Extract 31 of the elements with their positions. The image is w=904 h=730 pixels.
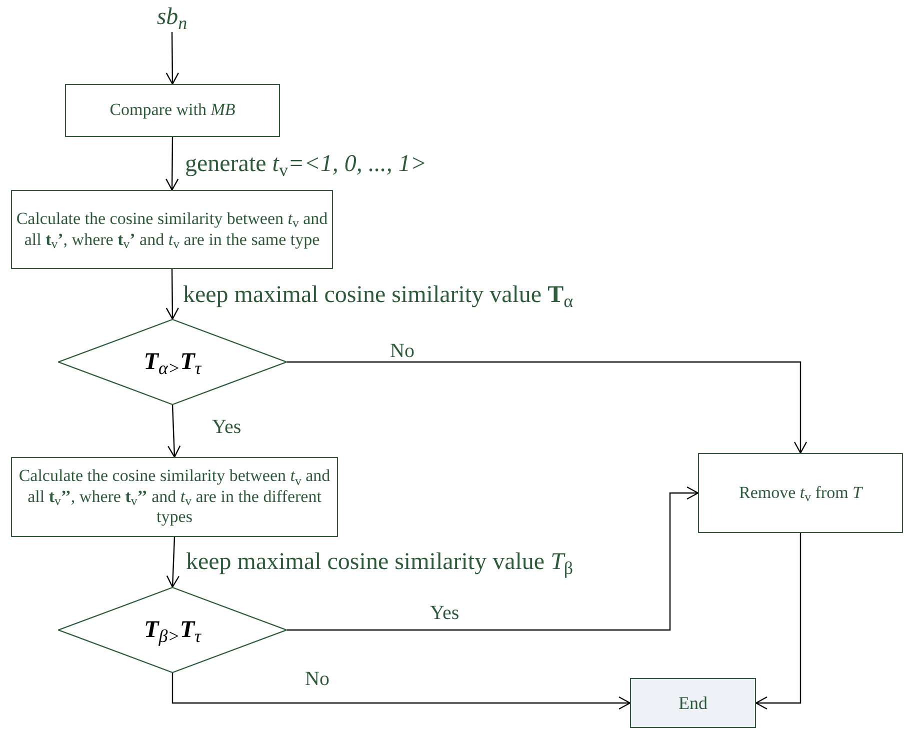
edge-label: keep maximal cosine similarity value T$_{β}$ — [186, 548, 574, 580]
condition-text: T$_{α>}$T$_{τ}$ — [144, 348, 202, 380]
arrow — [166, 137, 179, 191]
edge-label: Yes — [430, 601, 460, 626]
process-box — [65, 84, 280, 137]
edge-label: Yes — [212, 415, 242, 440]
arrow — [287, 361, 808, 454]
arrow — [166, 269, 179, 320]
edge-label: generate t$_{v}$=<1, 0, ..., 1> — [185, 150, 427, 182]
process-box — [11, 457, 338, 537]
arrow — [755, 533, 802, 710]
step-text: Calculate the cosine similarity between t$_{v}$ and all t$_{v}$’, where t$_{v}$’ and t$_{v}$ are in the same type — [16, 209, 328, 250]
step-text: Remove t$_{v}$ from T — [738, 482, 862, 504]
arrow — [166, 536, 180, 588]
arrow — [167, 404, 181, 458]
step-text: Calculate the cosine similarity between t$_{v}$ and all t$_{v}$’’, where t$_{v}$’’ and t$_{v}$ are in the different types — [18, 466, 332, 528]
step-text: Compare with MB — [110, 100, 236, 121]
arrow — [287, 486, 699, 631]
edge-label: No — [390, 339, 414, 364]
process-box — [11, 190, 333, 269]
arrow — [172, 673, 631, 710]
edge-label: keep maximal cosine similarity value T$_{α}$ — [183, 281, 574, 312]
input-label: sb$_{n}$ — [156, 5, 188, 29]
edge-label: No — [305, 667, 330, 692]
step-text: End — [678, 692, 708, 714]
condition-text: T$_{β>}$T$_{τ}$ — [144, 616, 201, 648]
end-box — [630, 678, 756, 728]
process-box — [698, 453, 903, 533]
arrow — [166, 32, 179, 85]
decision-diamond — [58, 587, 287, 673]
decision-diamond — [58, 319, 287, 405]
